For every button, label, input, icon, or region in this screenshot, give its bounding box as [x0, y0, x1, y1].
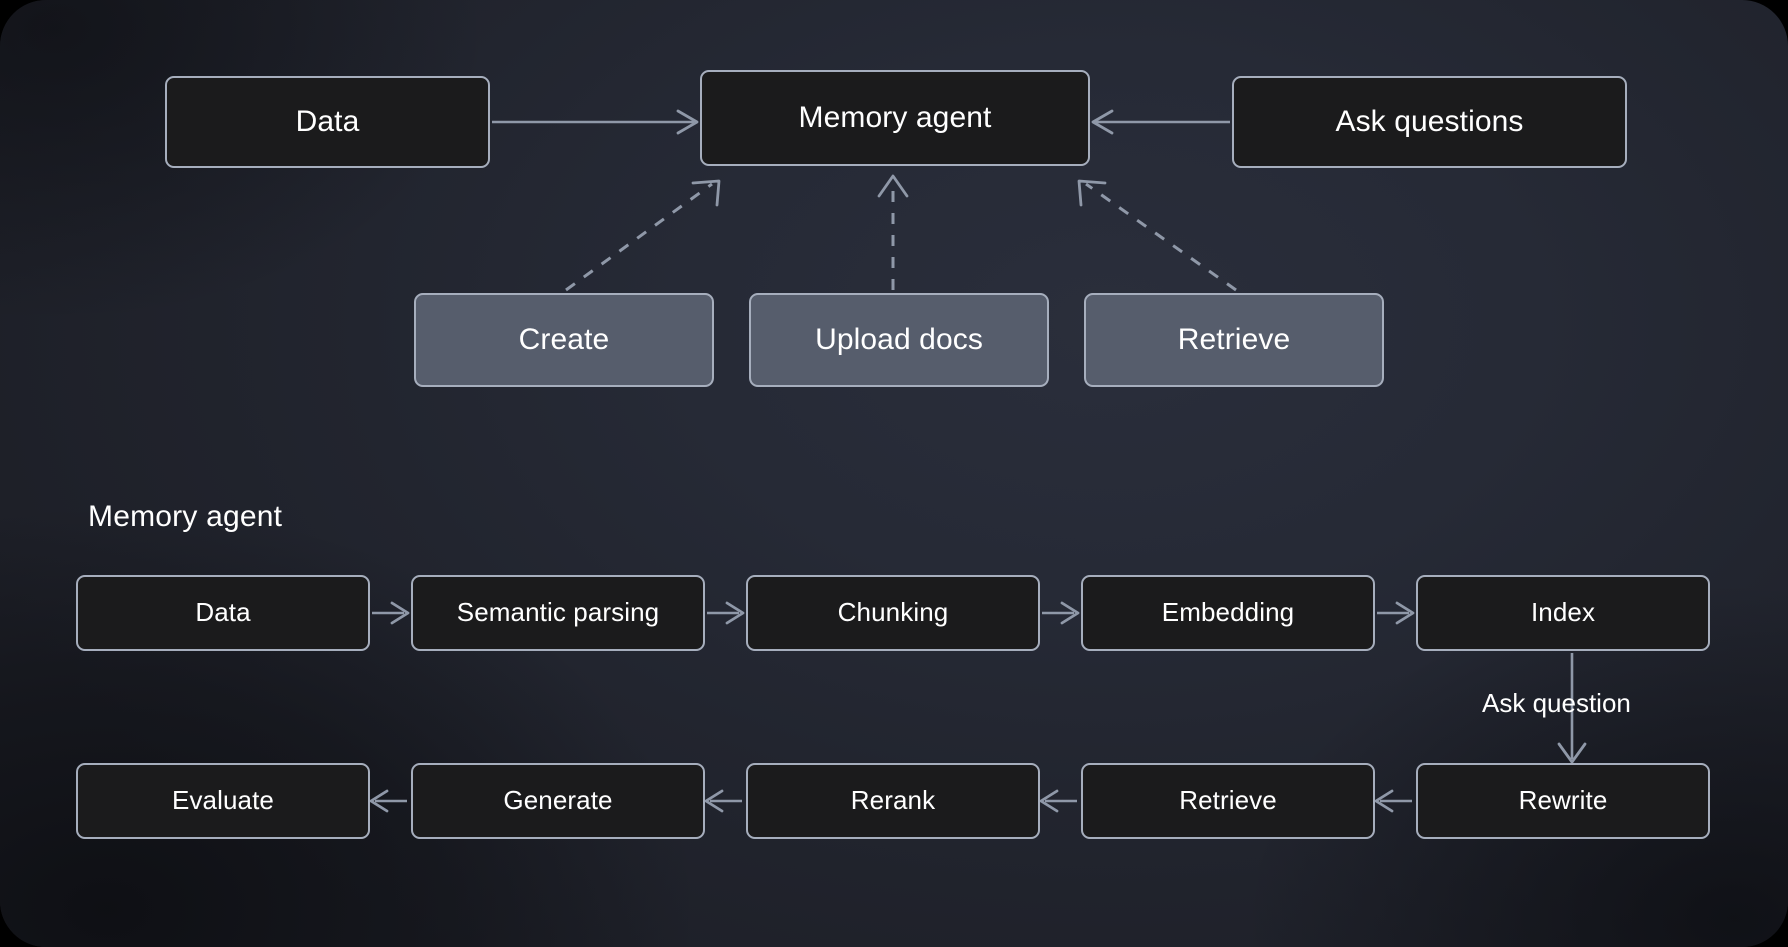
node-pipeline-chunking[interactable]: Chunking [746, 575, 1040, 651]
node-pipeline-evaluate[interactable]: Evaluate [76, 763, 370, 839]
edge-embedding-to-index [1377, 601, 1415, 625]
edge-upload-docs-to-memory-agent [877, 174, 909, 290]
node-memory-agent[interactable]: Memory agent [700, 70, 1090, 166]
node-pipeline-retrieve[interactable]: Retrieve [1081, 763, 1375, 839]
edge-rewrite-to-retrieve [1374, 789, 1412, 813]
edge-rerank-to-generate [704, 789, 742, 813]
node-pipeline-index[interactable]: Index [1416, 575, 1710, 651]
edge-data-to-memory-agent [492, 109, 699, 135]
node-pipeline-data[interactable]: Data [76, 575, 370, 651]
node-pipeline-generate[interactable]: Generate [411, 763, 705, 839]
pipeline-section-title: Memory agent [88, 500, 283, 533]
node-create[interactable]: Create [414, 293, 714, 387]
node-retrieve-tool[interactable]: Retrieve [1084, 293, 1384, 387]
node-data-source[interactable]: Data [165, 76, 490, 168]
edge-chunking-to-embedding [1042, 601, 1080, 625]
edge-semantic-parsing-to-chunking [707, 601, 745, 625]
node-pipeline-rewrite[interactable]: Rewrite [1416, 763, 1710, 839]
edge-retrieve-to-rerank [1039, 789, 1077, 813]
node-pipeline-rerank[interactable]: Rerank [746, 763, 1040, 839]
node-pipeline-semantic-parsing[interactable]: Semantic parsing [411, 575, 705, 651]
edge-ask-questions-to-memory-agent [1091, 109, 1230, 135]
node-upload-docs[interactable]: Upload docs [749, 293, 1049, 387]
edge-retrieve-to-memory-agent [1077, 179, 1237, 292]
edge-label-ask-question: Ask question [1482, 688, 1631, 718]
node-ask-questions[interactable]: Ask questions [1232, 76, 1627, 168]
edge-generate-to-evaluate [369, 789, 407, 813]
node-pipeline-embedding[interactable]: Embedding [1081, 575, 1375, 651]
edge-create-to-memory-agent [565, 179, 721, 292]
edge-data-to-semantic-parsing [372, 601, 410, 625]
